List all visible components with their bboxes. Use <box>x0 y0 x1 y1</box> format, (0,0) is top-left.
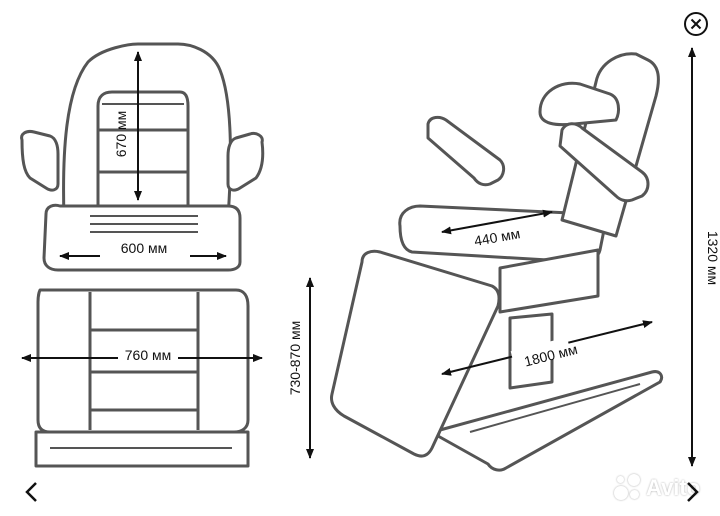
chair-side-view <box>330 52 664 472</box>
label-seat-width: 440 мм <box>473 225 522 249</box>
label-seat-height: 730-870 мм <box>287 321 303 396</box>
avito-logo-icon <box>614 474 642 502</box>
previous-image-button[interactable] <box>14 474 50 510</box>
label-base-width: 760 мм <box>125 347 172 363</box>
next-image-button[interactable] <box>674 474 710 510</box>
label-back-width: 600 мм <box>121 240 168 256</box>
label-total-height: 1320 мм <box>705 231 720 285</box>
dim-line-seat-width <box>441 209 553 235</box>
close-icon <box>684 12 708 36</box>
chevron-left-icon <box>25 482 37 502</box>
chevron-right-icon <box>687 482 699 502</box>
label-height: 670 мм <box>113 111 129 158</box>
close-button[interactable] <box>676 4 716 44</box>
